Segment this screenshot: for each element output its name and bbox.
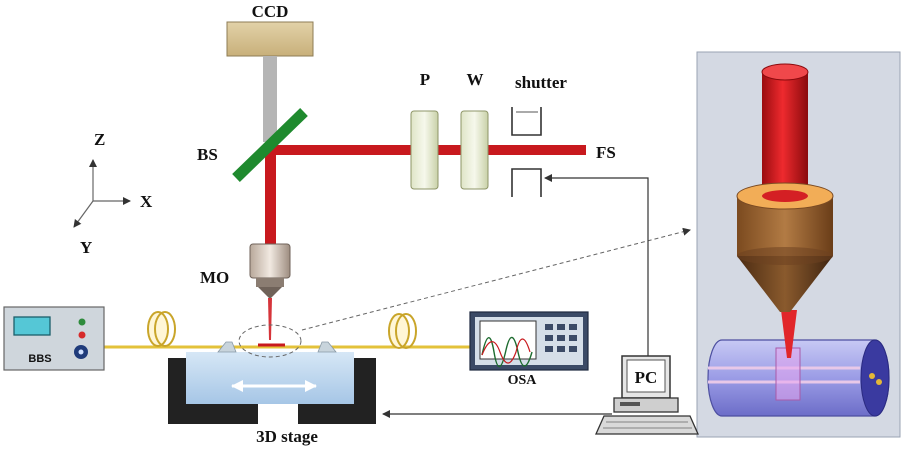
stage-label: 3D stage [256,427,318,446]
p-label: P [420,70,430,89]
broadband-source [3,306,105,371]
waveplate [460,110,489,190]
fiber-coil-left [147,311,176,347]
pc-label: PC [635,368,658,387]
axis-y-label: Y [80,238,92,257]
microscope-objective [249,243,291,340]
w-label: W [467,70,484,89]
shutter-label: shutter [515,73,567,92]
coordinate-axes [73,159,131,228]
zoom-inset-panel [696,51,901,438]
fiber-cylinder [707,339,890,417]
zoom-region-marker [238,324,302,358]
axis-z-label: Z [94,130,105,149]
ccd-label: CCD [252,2,289,21]
fs-label: FS [596,143,616,162]
fiber-coil-right [388,313,417,349]
osa-label: OSA [508,373,538,388]
zoom-pointer [301,227,691,331]
polarizer-plate [410,110,439,190]
shutter [511,107,542,197]
ccd-camera [226,21,314,142]
bs-label: BS [197,145,218,164]
bbs-label: BBS [28,353,51,365]
computer [594,355,700,435]
focused-beam [781,310,797,358]
pc-to-shutter-line [544,174,649,356]
axis-x-label: X [140,192,153,211]
laser-rod [761,63,809,200]
mo-label: MO [200,268,229,287]
beam-splitter [232,108,308,182]
three-d-stage [168,341,376,424]
optical-spectrum-analyzer [469,311,589,371]
objective-lens [736,182,834,312]
